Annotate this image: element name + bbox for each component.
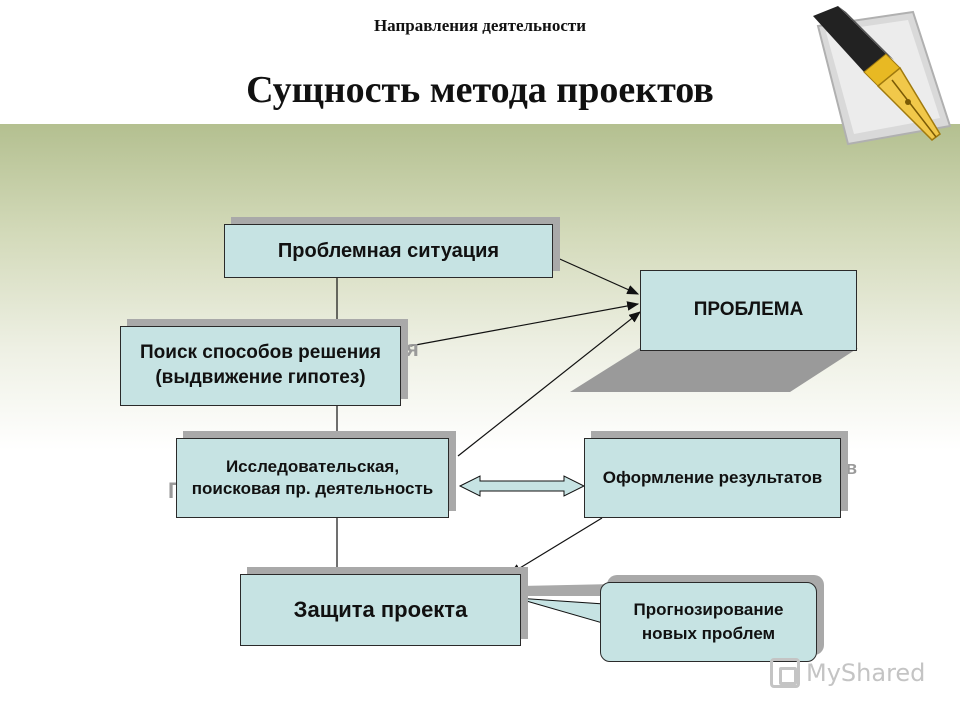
forecast-line1: Прогнозирование xyxy=(633,600,784,620)
results-formatting-box: Оформление результатов xyxy=(584,438,841,518)
problem-box: ПРОБЛЕМА xyxy=(640,270,857,351)
problem-label: ПРОБЛЕМА xyxy=(693,299,804,321)
watermark-text: MyShared xyxy=(806,659,926,687)
double-arrow-research-results xyxy=(458,475,586,497)
search-box-ghost-text: я xyxy=(406,336,419,361)
results-formatting-label: Оформление результатов xyxy=(602,467,823,487)
forecast-callout: Прогнозирование новых проблем xyxy=(600,582,817,662)
search-solutions-box: Поиск способов решения (выдвижение гипот… xyxy=(120,326,401,406)
research-activity-line1: Исследовательская, xyxy=(225,456,400,476)
problem-situation-label: Проблемная ситуация xyxy=(277,240,500,262)
results-box-ghost-text: в xyxy=(846,458,858,478)
search-solutions-line2: (выдвижение гипотез) xyxy=(155,367,366,388)
fountain-pen-icon xyxy=(813,6,952,146)
project-defense-box: Защита проекта xyxy=(240,574,521,646)
watermark: MyShared xyxy=(770,658,925,688)
defense-box-shadow xyxy=(520,584,615,596)
arrow-results-to-defense xyxy=(508,517,603,575)
forecast-line2: новых проблем xyxy=(641,624,776,643)
search-solutions-line1: Поиск способов решения xyxy=(140,342,381,364)
arrow-situation-to-problem xyxy=(552,255,640,295)
myshared-logo-icon xyxy=(770,658,800,688)
slide-title: Сущность метода проектов xyxy=(246,69,714,111)
arrow-search-to-problem xyxy=(409,301,640,347)
problem-situation-box: Проблемная ситуация xyxy=(224,224,553,278)
section-subtitle: Направления деятельности xyxy=(373,16,587,35)
forecast-callout-pointer xyxy=(515,597,607,625)
project-defense-label: Защита проекта xyxy=(293,596,468,622)
problem-box-shadow xyxy=(570,348,858,392)
header-divider xyxy=(0,121,960,124)
research-activity-box: Исследовательская, поисковая пр. деятель… xyxy=(176,438,449,518)
research-activity-line2: поисковая пр. деятельность xyxy=(191,479,434,498)
arrow-research-to-problem xyxy=(457,311,641,457)
